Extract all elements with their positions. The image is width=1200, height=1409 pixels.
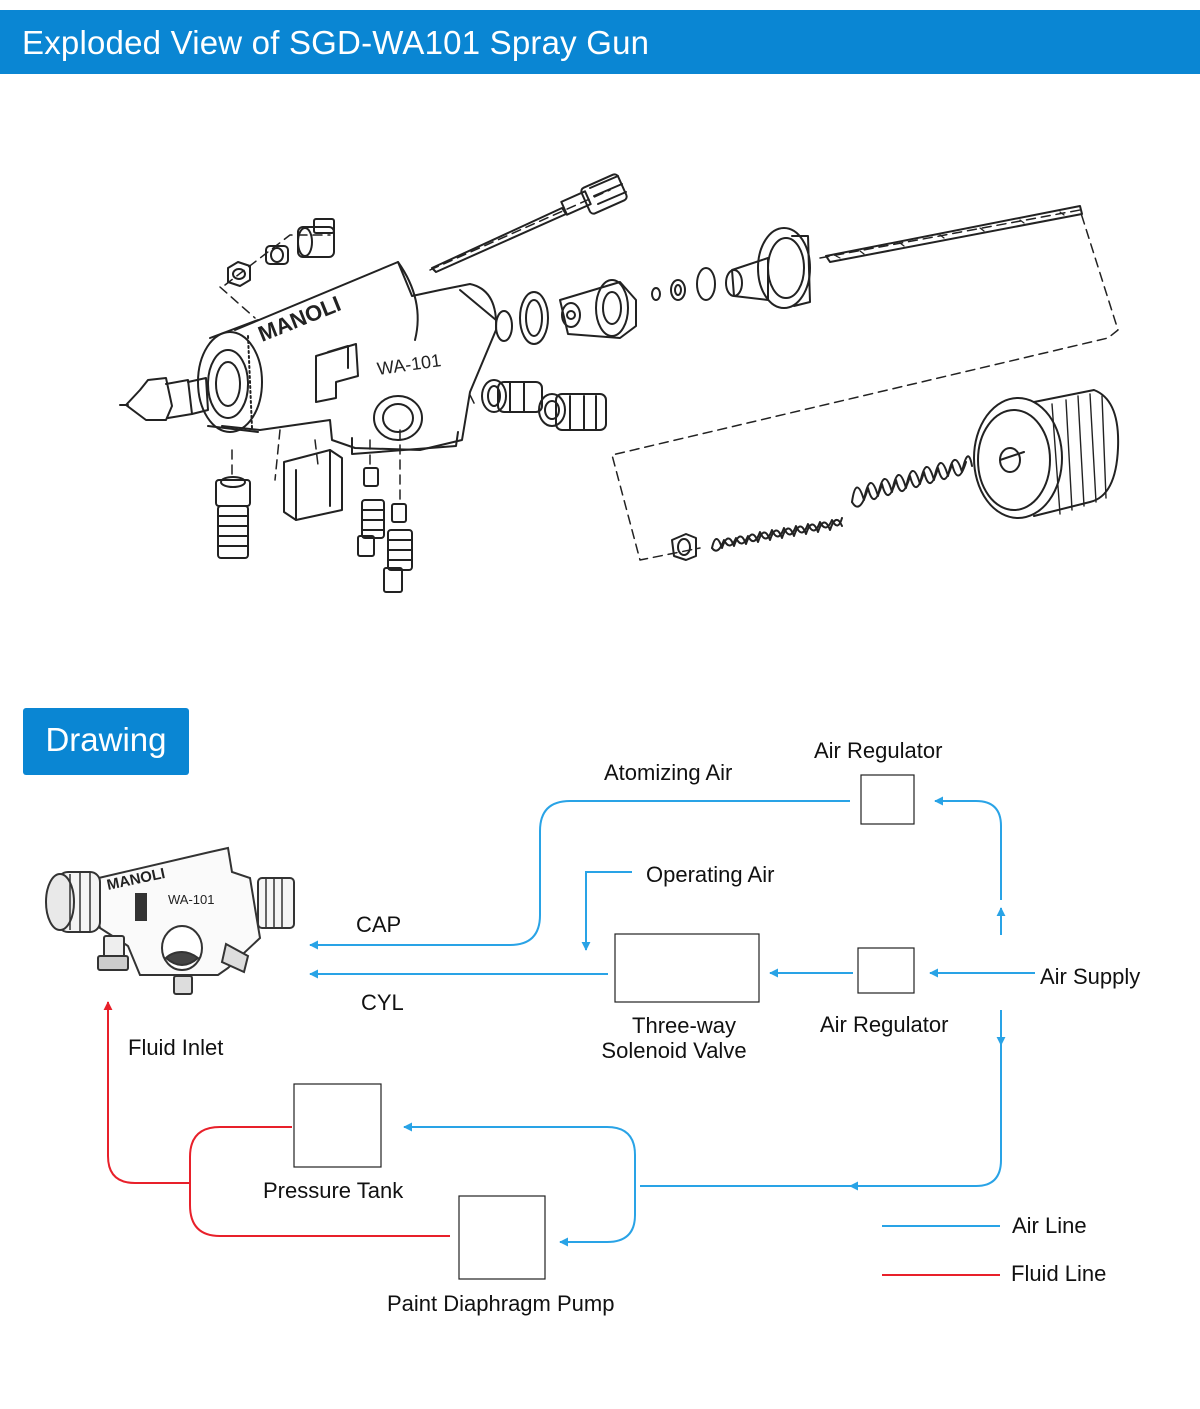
nut-small: [227, 261, 251, 287]
label-cap: CAP: [356, 912, 401, 937]
label-solenoid-line2: Solenoid Valve: [601, 1038, 746, 1063]
fitting-right-1: [481, 379, 543, 413]
exploded-view-illustration: MANOLI WA-101: [119, 173, 1120, 593]
page-title: Exploded View of SGD-WA101 Spray Gun: [22, 24, 650, 61]
fitting-lower-mid: [357, 467, 385, 557]
nut-fitting: [265, 245, 289, 265]
air-line-to-top-regulator: [934, 796, 1002, 900]
label-pressure-tank: Pressure Tank: [263, 1178, 404, 1203]
air-line-to-fluid-side: [849, 1040, 1002, 1191]
end-cap-knob: [973, 389, 1120, 519]
o-ring-large: [495, 291, 549, 345]
label-atomizing-air: Atomizing Air: [604, 760, 732, 785]
label-air-regulator-mid: Air Regulator: [820, 1012, 948, 1037]
header-bar: Exploded View of SGD-WA101 Spray Gun: [0, 10, 1200, 74]
stopper-small: [671, 533, 697, 561]
gun-body: [197, 261, 498, 455]
air-line-to-pump: [559, 1186, 636, 1247]
gun-model-label: WA-101: [168, 892, 214, 907]
fitting-right-2: [538, 393, 607, 431]
small-seal: [651, 267, 716, 301]
air-line-operating: [581, 871, 632, 951]
fitting-lower-right: [383, 503, 413, 593]
legend-fluid-label: Fluid Line: [1011, 1261, 1106, 1286]
bracket: [283, 449, 343, 521]
exploded-brand-label: MANOLI: [255, 291, 345, 347]
valve-seat: [559, 279, 637, 339]
assembly-guide-lines: [219, 189, 1119, 561]
fluid-line-tank-pump: [189, 1126, 450, 1237]
air-line-to-tank: [403, 1122, 636, 1186]
label-solenoid-line1: Three-way: [632, 1013, 736, 1038]
pressure-tank-box: [293, 1083, 382, 1168]
exploded-model-label: WA-101: [376, 350, 443, 379]
fitting-lower-left: [215, 476, 251, 559]
gun-brand-label: MANOLI: [105, 865, 166, 894]
air-regulator-mid-box: [857, 947, 915, 994]
label-cyl: CYL: [361, 990, 404, 1015]
nozzle-tip: [119, 377, 209, 421]
connector-upper: [297, 218, 335, 258]
spring-large: [851, 455, 973, 508]
drawing-badge-label: Drawing: [45, 721, 167, 758]
piston: [725, 227, 811, 309]
diaphragm-pump-box: [458, 1195, 546, 1280]
needle-lower: [825, 205, 1083, 263]
label-fluid-inlet: Fluid Inlet: [128, 1035, 223, 1060]
spray-gun-small: [45, 846, 295, 995]
legend-air-label: Air Line: [1012, 1213, 1087, 1238]
fluid-line-to-gun: [103, 1001, 190, 1184]
spring-small: [711, 517, 843, 552]
label-diaphragm-pump: Paint Diaphragm Pump: [387, 1291, 614, 1316]
label-air-supply: Air Supply: [1040, 964, 1140, 989]
label-air-regulator-top: Air Regulator: [814, 738, 942, 763]
drawing-badge: Drawing: [23, 708, 189, 775]
air-regulator-top-box: [860, 774, 915, 825]
air-line-atomizing: [309, 800, 850, 950]
needle-upper: [431, 173, 628, 273]
label-operating-air: Operating Air: [646, 862, 774, 887]
solenoid-valve-box: [614, 933, 760, 1003]
